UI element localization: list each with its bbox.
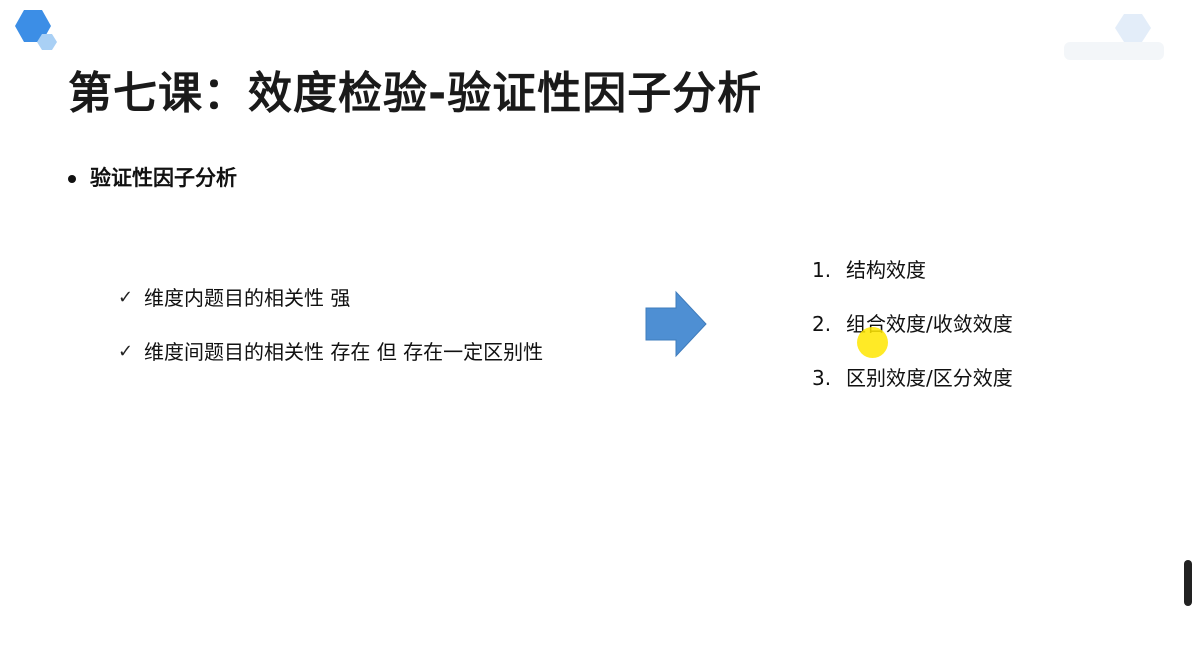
item-number: 2.: [812, 312, 832, 336]
section-heading: 验证性因子分析: [68, 164, 237, 192]
list-item: 1. 结构效度: [812, 256, 1013, 284]
scrollbar-thumb[interactable]: [1184, 560, 1192, 606]
list-item: 2. 组合效度/收敛效度: [812, 310, 1013, 338]
check-icon: ✓: [118, 287, 134, 308]
bilibili-watermark-icon: [1064, 14, 1164, 60]
page-title: 第七课：效度检验-验证性因子分析: [68, 68, 763, 119]
hexagon-logo-icon: [15, 10, 57, 50]
item-number: 1.: [812, 258, 832, 282]
right-arrow-icon: [645, 290, 707, 358]
section-heading-text: 验证性因子分析: [90, 166, 237, 190]
check-list: ✓ 维度内题目的相关性 强 ✓ 维度间题目的相关性 存在 但 存在一定区别性: [118, 284, 543, 392]
bullet-icon: [68, 175, 76, 183]
check-icon: ✓: [118, 341, 134, 362]
item-number: 3.: [812, 366, 832, 390]
check-item-text: 维度内题目的相关性 强: [144, 286, 351, 310]
list-item: 3. 区别效度/区分效度: [812, 364, 1013, 392]
item-text: 结构效度: [846, 258, 926, 282]
list-item: ✓ 维度内题目的相关性 强: [118, 284, 543, 312]
list-item: ✓ 维度间题目的相关性 存在 但 存在一定区别性: [118, 338, 543, 366]
check-item-text: 维度间题目的相关性 存在 但 存在一定区别性: [144, 340, 544, 364]
cursor-highlight: [857, 327, 888, 358]
result-list: 1. 结构效度 2. 组合效度/收敛效度 3. 区别效度/区分效度: [812, 256, 1013, 418]
item-text: 区别效度/区分效度: [846, 366, 1013, 390]
